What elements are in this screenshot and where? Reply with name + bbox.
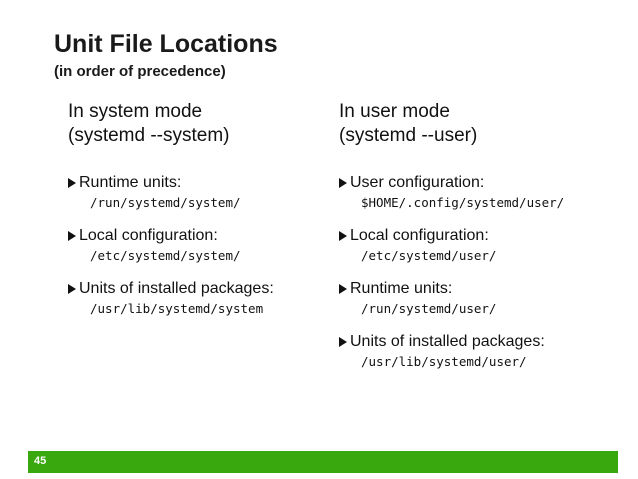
user-mode-heading: In user mode (systemd --user) [339, 100, 564, 148]
triangle-right-icon [68, 231, 76, 241]
system-mode-list: Runtime units: /run/systemd/system/ Loca… [68, 173, 274, 319]
item-label: Runtime units: [79, 174, 182, 191]
system-mode-heading: In system mode (systemd --system) [68, 100, 274, 148]
item-label: User configuration: [350, 174, 485, 191]
list-item: User configuration: $HOME/.config/system… [339, 173, 564, 213]
item-path: /etc/systemd/user/ [361, 248, 497, 263]
item-label: Units of installed packages: [350, 333, 545, 350]
triangle-right-icon [339, 231, 347, 241]
page-number: 45 [34, 455, 47, 467]
list-item: Runtime units: /run/systemd/system/ [68, 173, 274, 213]
item-path: /run/systemd/system/ [90, 195, 241, 210]
triangle-right-icon [339, 284, 347, 294]
mode-heading-line: (systemd --system) [68, 125, 230, 146]
item-path: /run/systemd/user/ [361, 301, 497, 316]
list-item: Units of installed packages: /usr/lib/sy… [339, 332, 564, 372]
item-label: Local configuration: [350, 227, 489, 244]
mode-heading-line: In user mode [339, 101, 450, 122]
mode-heading-line: In system mode [68, 101, 203, 122]
item-path: $HOME/.config/systemd/user/ [361, 195, 565, 210]
list-item: Local configuration: /etc/systemd/system… [68, 226, 274, 266]
item-path: /etc/systemd/system/ [90, 248, 241, 263]
mode-heading-line: (systemd --user) [339, 125, 478, 146]
user-mode-list: User configuration: $HOME/.config/system… [339, 173, 564, 372]
user-mode-column: In user mode (systemd --user) User confi… [339, 100, 564, 385]
item-path: /usr/lib/systemd/user/ [361, 354, 527, 369]
triangle-right-icon [339, 337, 347, 347]
footer-bar [28, 451, 618, 473]
system-mode-column: In system mode (systemd --system) Runtim… [68, 100, 274, 332]
list-item: Runtime units: /run/systemd/user/ [339, 279, 564, 319]
item-label: Runtime units: [350, 280, 453, 297]
list-item: Local configuration: /etc/systemd/user/ [339, 226, 564, 266]
slide-subtitle: (in order of precedence) [54, 63, 226, 80]
item-label: Units of installed packages: [79, 280, 274, 297]
triangle-right-icon [339, 178, 347, 188]
list-item: Units of installed packages: /usr/lib/sy… [68, 279, 274, 319]
item-label: Local configuration: [79, 227, 218, 244]
slide-title: Unit File Locations [54, 30, 278, 58]
triangle-right-icon [68, 284, 76, 294]
triangle-right-icon [68, 178, 76, 188]
item-path: /usr/lib/systemd/system [90, 301, 264, 316]
